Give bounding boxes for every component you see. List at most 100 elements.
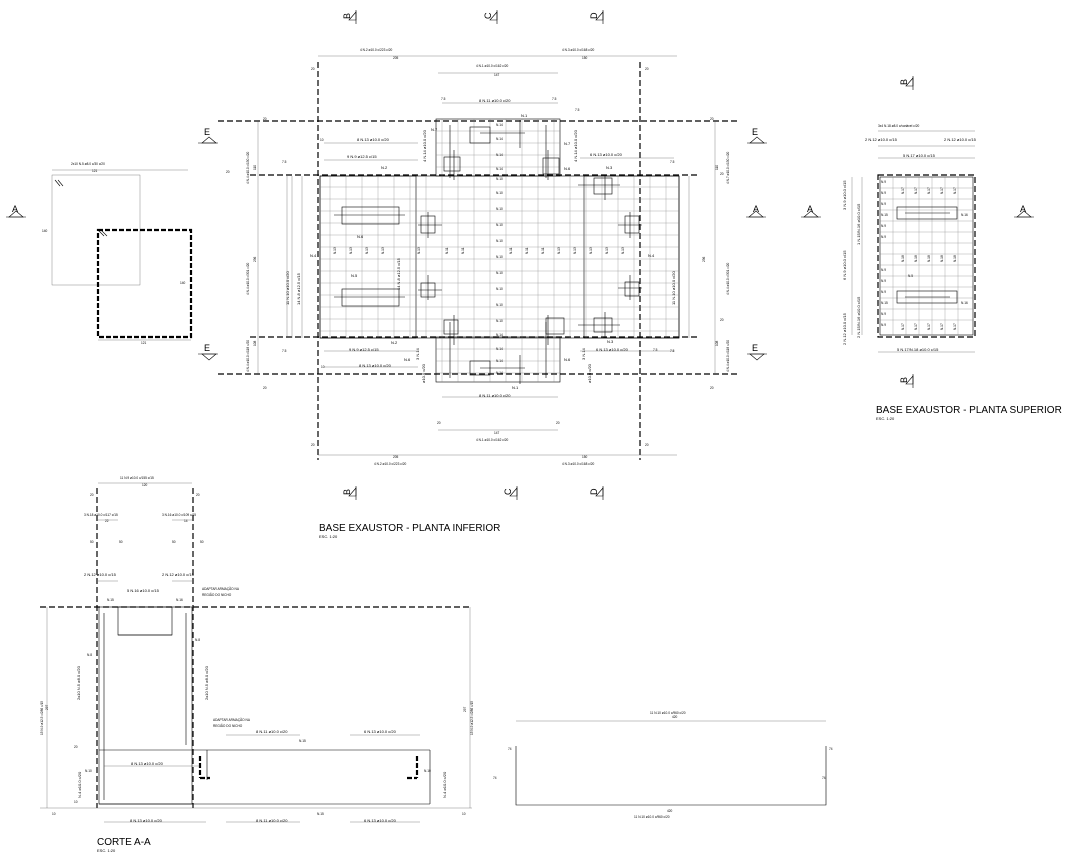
- anchor-plates: [334, 120, 642, 384]
- svg-text:20: 20: [311, 67, 315, 71]
- svg-text:N.10: N.10: [496, 255, 503, 259]
- planta-superior: 3x4 N.18 ø8.0 c/variável c/20 2 N.12 ø10…: [842, 124, 977, 353]
- svg-text:8 N.11 ø10.0 c/20: 8 N.11 ø10.0 c/20: [479, 393, 511, 398]
- svg-text:N.3: N.3: [607, 339, 614, 344]
- svg-text:11 N.9 ø10.0 c/155 c/15: 11 N.9 ø10.0 c/155 c/15: [120, 476, 154, 480]
- svg-text:B: B: [342, 489, 352, 495]
- svg-text:N.10: N.10: [496, 177, 503, 181]
- scale-planta-superior: ESC. 1:20: [876, 416, 895, 421]
- svg-text:3 N.14: 3 N.14: [581, 347, 586, 360]
- svg-text:N.7: N.7: [431, 127, 438, 132]
- svg-text:N.17: N.17: [914, 323, 918, 330]
- svg-text:4 N.2 ø10.0 c/223 c/20: 4 N.2 ø10.0 c/223 c/20: [374, 462, 406, 466]
- svg-text:N.14: N.14: [496, 137, 503, 141]
- svg-text:N.4: N.4: [648, 253, 655, 258]
- svg-text:N.14: N.14: [496, 371, 503, 375]
- marker-a-left: A: [6, 204, 26, 218]
- svg-text:N.17: N.17: [927, 187, 931, 194]
- superior-grid: [880, 177, 973, 335]
- svg-text:110: 110: [253, 165, 257, 170]
- svg-text:110: 110: [715, 165, 719, 170]
- svg-text:N.13: N.13: [349, 247, 353, 254]
- svg-text:N.11: N.11: [509, 247, 513, 254]
- svg-text:6 N.13 ø10.0 c/20: 6 N.13 ø10.0 c/20: [364, 818, 397, 823]
- marker-c-top: C: [483, 10, 498, 24]
- svg-text:20: 20: [645, 67, 649, 71]
- svg-text:N.13: N.13: [417, 247, 421, 254]
- planta-inferior: 4 N.2 ø10.0 c/223 c/20 205 4 N.3 ø10.0 c…: [218, 48, 740, 466]
- svg-text:N.5: N.5: [351, 273, 358, 278]
- detail-n10: 11 N.10 ø10.0 c/960 c/20 420 74 74 74 74…: [493, 711, 833, 819]
- svg-text:N.17: N.17: [914, 187, 918, 194]
- svg-text:B: B: [342, 13, 352, 19]
- svg-text:3 N.18 ø10.0 c/117 c/15: 3 N.18 ø10.0 c/117 c/15: [84, 513, 118, 517]
- svg-text:N.17: N.17: [901, 323, 905, 330]
- svg-text:A: A: [12, 204, 18, 214]
- marker-e-bottom-right: E: [747, 343, 767, 361]
- svg-text:D: D: [589, 12, 599, 19]
- svg-text:4 N.7 ø10.0 c/130 c/20: 4 N.7 ø10.0 c/130 c/20: [726, 152, 730, 184]
- svg-text:N.9: N.9: [881, 268, 886, 272]
- svg-text:4 N.14 ø10.0 c/20: 4 N.14 ø10.0 c/20: [422, 129, 427, 162]
- svg-text:20: 20: [720, 172, 724, 176]
- svg-text:C: C: [503, 488, 513, 495]
- svg-text:74: 74: [508, 747, 512, 751]
- svg-text:N.4: N.4: [310, 253, 317, 258]
- svg-text:A: A: [753, 204, 759, 214]
- svg-text:7.5: 7.5: [575, 108, 580, 112]
- svg-text:N.14: N.14: [496, 167, 503, 171]
- svg-text:N.10: N.10: [496, 239, 503, 243]
- svg-text:11 N.10 ø10.0 c/960 c/20: 11 N.10 ø10.0 c/960 c/20: [650, 711, 686, 715]
- svg-text:N.16: N.16: [961, 213, 968, 217]
- svg-text:74: 74: [822, 776, 826, 780]
- svg-text:4 N.14 ø10.0 c/20: 4 N.14 ø10.0 c/20: [573, 129, 578, 162]
- svg-text:N.10: N.10: [496, 223, 503, 227]
- svg-text:N.14: N.14: [496, 359, 503, 363]
- svg-text:10: 10: [321, 365, 325, 369]
- svg-text:N.16: N.16: [176, 598, 183, 602]
- svg-text:2 N.12 ø10.0 c/15: 2 N.12 ø10.0 c/15: [865, 137, 898, 142]
- svg-text:4 N.4 ø10.0 c/301 c/20: 4 N.4 ø10.0 c/301 c/20: [246, 263, 250, 295]
- svg-text:20: 20: [645, 443, 649, 447]
- svg-text:4 N.3 ø10.0 c/168 c/20: 4 N.3 ø10.0 c/168 c/20: [562, 462, 594, 466]
- svg-text:10: 10: [52, 812, 56, 816]
- scale-planta-inferior: ESC. 1:20: [319, 534, 338, 539]
- svg-text:8 N.13 ø10.0 c/20: 8 N.13 ø10.0 c/20: [131, 761, 164, 766]
- marker-a-sup-left: A: [801, 204, 821, 218]
- svg-text:N.1: N.1: [512, 385, 519, 390]
- svg-text:9 N.9 ø12.5 c/15: 9 N.9 ø12.5 c/15: [349, 347, 379, 352]
- titles: BASE EXAUSTOR - PLANTA INFERIOR ESC. 1:2…: [97, 405, 1062, 853]
- svg-text:2 N.12 ø10.0 c/15: 2 N.12 ø10.0 c/15: [84, 572, 117, 577]
- svg-text:4 N.4 ø10.0 c/301 c/20: 4 N.4 ø10.0 c/301 c/20: [726, 263, 730, 295]
- svg-text:N.16: N.16: [961, 301, 968, 305]
- svg-text:20: 20: [710, 117, 714, 121]
- svg-text:50: 50: [200, 540, 204, 544]
- svg-text:3 N.9 ø10.0 c/15: 3 N.9 ø10.0 c/15: [842, 180, 847, 210]
- svg-text:N.13: N.13: [573, 247, 577, 254]
- svg-text:74: 74: [829, 747, 833, 751]
- svg-text:REGIÃO DO NICHO: REGIÃO DO NICHO: [202, 592, 232, 597]
- marker-b-bottom: B: [342, 486, 357, 500]
- svg-text:20: 20: [74, 745, 78, 749]
- marker-d-bottom: D: [589, 486, 604, 500]
- svg-text:E: E: [204, 343, 210, 353]
- svg-text:5 N.17 ø10.0 c/15: 5 N.17 ø10.0 c/15: [903, 153, 936, 158]
- svg-text:N.13: N.13: [589, 247, 593, 254]
- svg-text:5 N.16 ø10.0 c/15: 5 N.16 ø10.0 c/15: [127, 588, 160, 593]
- svg-text:420: 420: [672, 715, 678, 719]
- svg-text:N.10: N.10: [85, 769, 92, 773]
- svg-text:2x10 N.5 ø8.0 c/20: 2x10 N.5 ø8.0 c/20: [204, 665, 209, 700]
- svg-text:N.6: N.6: [357, 234, 364, 239]
- svg-text:3 N.16 ø10.0 c/109 c/15: 3 N.16 ø10.0 c/109 c/15: [162, 513, 196, 517]
- svg-text:N.13: N.13: [365, 247, 369, 254]
- svg-text:N.18: N.18: [940, 255, 944, 262]
- svg-text:20: 20: [710, 386, 714, 390]
- svg-text:8 N.13 ø10.0 c/20: 8 N.13 ø10.0 c/20: [359, 363, 392, 368]
- svg-text:150: 150: [582, 56, 588, 60]
- svg-text:8 N.11 ø10.0 c/20: 8 N.11 ø10.0 c/20: [256, 729, 288, 734]
- svg-text:50: 50: [90, 540, 94, 544]
- svg-text:ø10.0 c/20: ø10.0 c/20: [421, 363, 426, 383]
- marker-b-sup-top: B: [899, 76, 914, 90]
- svg-text:3x4 N.18 ø8.0 c/variável c/20: 3x4 N.18 ø8.0 c/variável c/20: [878, 124, 920, 128]
- svg-text:10: 10: [74, 800, 78, 804]
